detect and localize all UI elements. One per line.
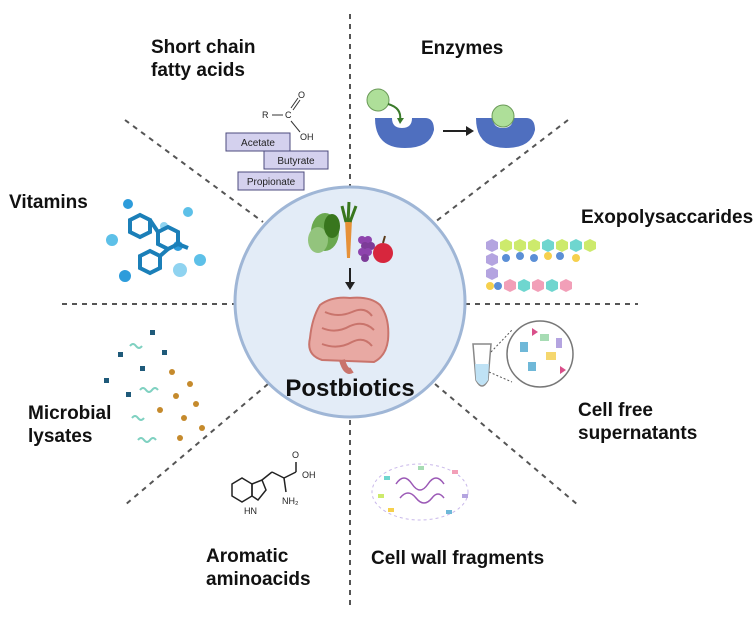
- propionate-label: Propionate: [247, 177, 296, 188]
- exopolysaccharide-chains-icon: [486, 239, 596, 292]
- cell-wall-fragments-icon: [371, 463, 469, 521]
- divider-lower-right: [434, 383, 579, 506]
- butyrate-label: Butyrate: [277, 156, 315, 167]
- tryptophan-structure: [231, 462, 297, 503]
- butyrate-box: [263, 150, 329, 170]
- label-cell-free-supernatants: Cell free supernatants: [578, 400, 698, 444]
- carboxylic-acid-structure: R C O OH: [262, 90, 314, 142]
- label-enzymes: Enzymes: [421, 38, 504, 59]
- tryptophan-oh: OH: [302, 470, 316, 480]
- propionate-box: [237, 171, 305, 191]
- cell-free-supernatant-icon: [472, 320, 574, 388]
- vitamins-icon: [106, 199, 206, 282]
- enzyme-substrate-icon: [366, 88, 535, 148]
- svg-text:O: O: [298, 90, 305, 100]
- tryptophan-hn: HN: [244, 506, 257, 516]
- divider-lower-left: [124, 383, 269, 506]
- label-short-chain-fatty-acids: Short chain fatty acids: [151, 37, 256, 81]
- down-arrow-icon: [345, 268, 355, 290]
- acetate-label: Acetate: [241, 138, 275, 149]
- label-aromatic-aminoacids: Aromatic aminoacids: [206, 546, 311, 590]
- center-title: Postbiotics: [285, 375, 414, 402]
- microbial-lysates-icon: [104, 330, 205, 443]
- divider-lines: [62, 14, 638, 610]
- acetate-box: [225, 132, 291, 152]
- label-cell-wall-fragments: Cell wall fragments: [371, 548, 545, 569]
- intestine-icon: [308, 296, 390, 374]
- svg-text:C: C: [285, 110, 292, 120]
- tryptophan-o: O: [292, 450, 299, 460]
- label-microbial-lysates: Microbial lysates: [28, 403, 112, 447]
- divider-upper-left: [124, 119, 264, 223]
- label-vitamins: Vitamins: [9, 192, 88, 213]
- tryptophan-nh2: NH₂: [282, 496, 299, 506]
- svg-text:R: R: [262, 110, 269, 120]
- food-icon: [308, 201, 393, 263]
- svg-text:OH: OH: [300, 132, 314, 142]
- scfa-boxes: Acetate Butyrate Propionate: [225, 132, 329, 191]
- label-exopolysaccharides: Exopolysaccarides: [581, 207, 754, 228]
- divider-upper-right: [434, 119, 569, 223]
